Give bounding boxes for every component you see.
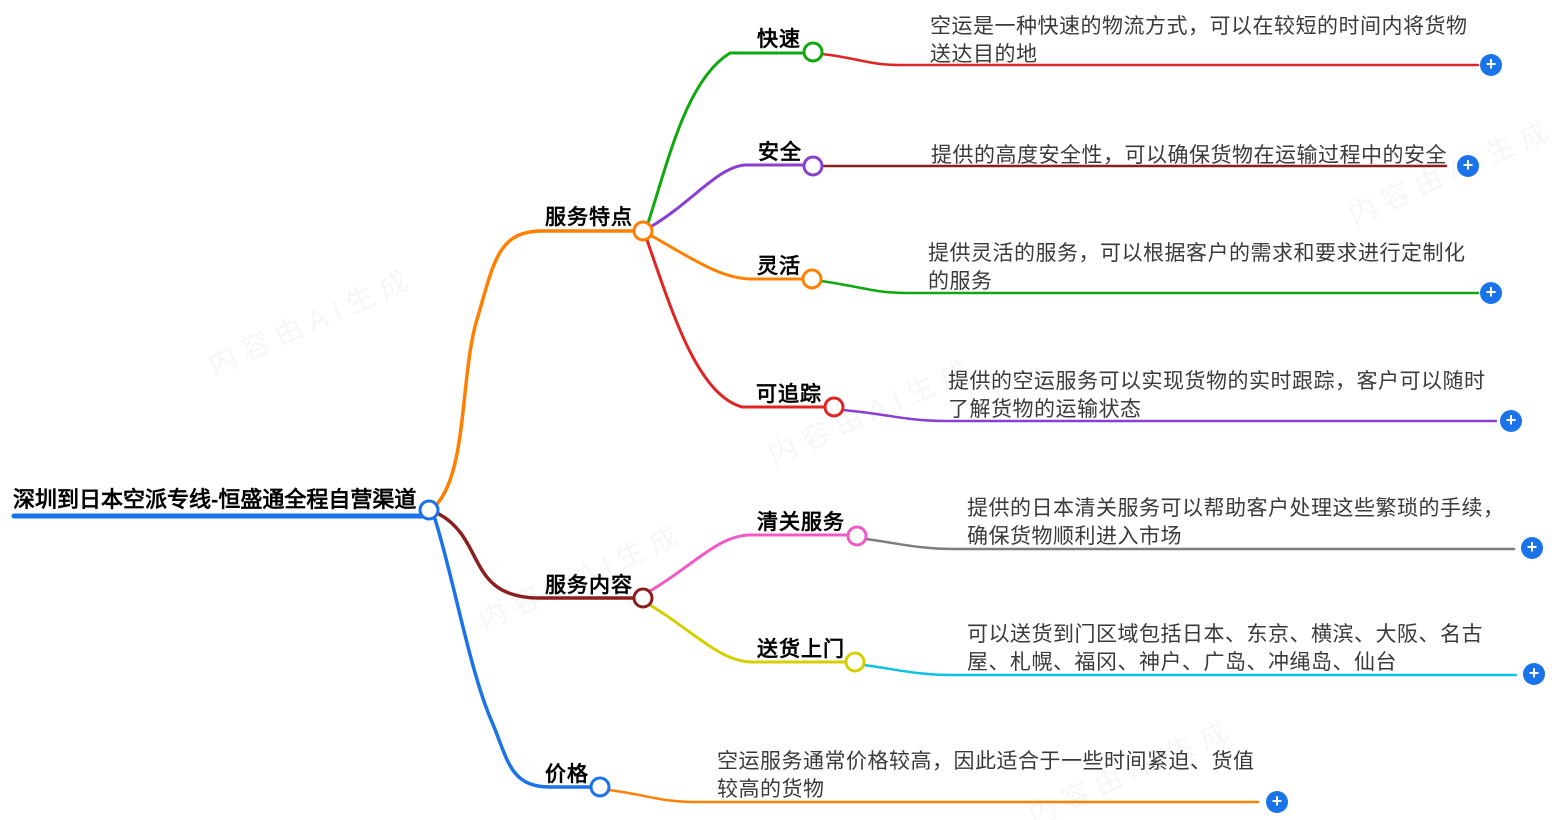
node-service-features[interactable]: 服务特点 [545, 206, 633, 229]
connector-features-safe [650, 163, 805, 228]
detail-trackable[interactable]: 提供的空运服务可以实现货物的实时跟踪，客户可以随时了解货物的运输状态 [948, 370, 1486, 421]
detail-line-trackable [841, 408, 1498, 423]
plus-icon[interactable]: + [1457, 155, 1479, 177]
node-circle-price[interactable] [589, 776, 611, 798]
node-safe[interactable]: 安全 [758, 141, 802, 164]
detail-customs[interactable]: 提供的日本清关服务可以帮助客户处理这些繁琐的手续，确保货物顺利进入市场 [967, 497, 1505, 548]
plus-icon[interactable]: + [1523, 663, 1545, 685]
detail-line-flexible [819, 279, 1480, 295]
node-trackable[interactable]: 可追踪 [756, 383, 822, 406]
connector-root-service-features [435, 229, 636, 506]
detail-flexible[interactable]: 提供灵活的服务，可以根据客户的需求和要求进行定制化的服务 [928, 242, 1466, 293]
node-price[interactable]: 价格 [545, 763, 589, 786]
node-circle-service-content[interactable] [632, 587, 654, 609]
node-flexible[interactable]: 灵活 [757, 255, 801, 278]
connector-root-service-content [437, 512, 635, 600]
detail-line-customs [864, 537, 1516, 551]
detail-line-fast [820, 52, 1480, 67]
node-circle-delivery[interactable] [844, 651, 866, 673]
detail-fast[interactable]: 空运是一种快速的物流方式，可以在较短的时间内将货物送达目的地 [930, 15, 1468, 66]
detail-price[interactable]: 空运服务通常价格较高，因此适合于一些时间紧迫、货值较高的货物 [717, 750, 1255, 801]
plus-icon[interactable]: + [1480, 54, 1502, 76]
plus-icon[interactable]: + [1500, 410, 1522, 432]
node-root[interactable]: 深圳到日本空派专线-恒盛通全程自营渠道 [13, 487, 417, 512]
connector-features-trackable [645, 238, 826, 409]
node-service-content[interactable]: 服务内容 [545, 574, 633, 597]
connector-root-price [433, 517, 592, 789]
node-delivery[interactable]: 送货上门 [757, 638, 845, 661]
node-circle-customs[interactable] [846, 525, 868, 547]
node-circle-fast[interactable] [802, 41, 824, 63]
node-customs[interactable]: 清关服务 [757, 511, 845, 534]
node-circle-root[interactable] [418, 499, 440, 521]
detail-delivery[interactable]: 可以送货到门区域包括日本、东京、横滨、大阪、名古屋、札幌、福冈、神户、广岛、冲绳… [967, 623, 1483, 674]
plus-icon[interactable]: + [1480, 282, 1502, 304]
node-circle-flexible[interactable] [801, 268, 823, 290]
node-circle-safe[interactable] [802, 155, 824, 177]
connector-content-customs [648, 533, 848, 593]
detail-line-delivery [862, 663, 1518, 677]
node-circle-trackable[interactable] [823, 396, 845, 418]
plus-icon[interactable]: + [1521, 537, 1543, 559]
plus-icon[interactable]: + [1266, 791, 1288, 813]
connector-features-fast [646, 51, 806, 225]
node-fast[interactable]: 快速 [757, 28, 801, 51]
detail-safe[interactable]: 提供的高度安全性，可以确保货物在运输过程中的安全 [931, 144, 1447, 167]
node-circle-service-features[interactable] [632, 220, 654, 242]
connector-features-flexible [650, 234, 804, 281]
detail-line-price [607, 788, 1260, 804]
connector-content-delivery [648, 603, 846, 664]
